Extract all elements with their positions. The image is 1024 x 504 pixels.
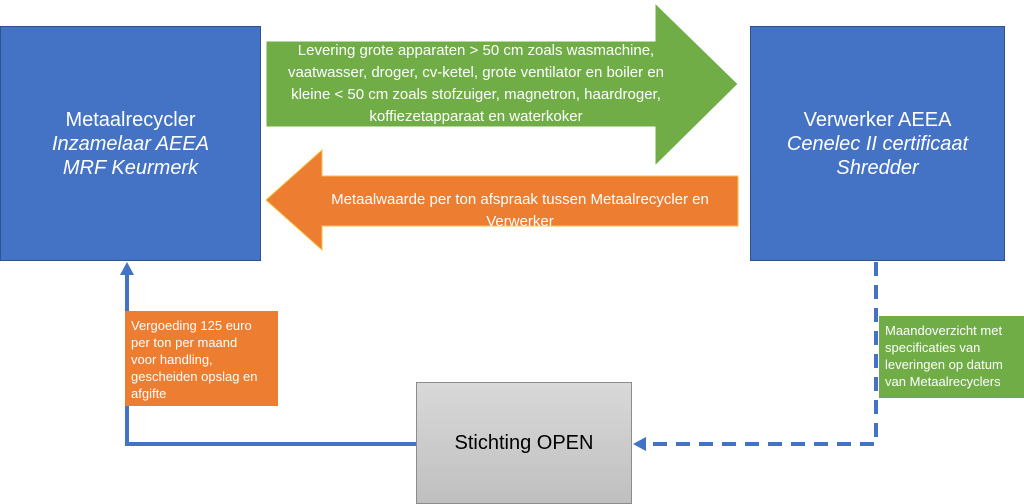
orange-arrow-line: Metaalwaarde per ton afspraak tussen Met… [331,191,709,230]
compensation-note-line: voor handling, [131,352,213,367]
monthly-report-note-line: Maandoverzicht met [885,323,1003,338]
compensation-note-line: gescheiden opslag en [131,369,258,384]
orange-arrow-label: Metaalwaarde per ton afspraak tussen Met… [310,189,730,233]
stichting-open-box: Stichting OPEN [416,382,632,504]
monthly-report-note: Maandoverzicht met specificaties van lev… [879,316,1024,398]
orange-arrow [265,148,739,252]
report-arrowhead [633,437,646,451]
green-arrow-label: Levering grote apparaten > 50 cm zoals w… [266,40,686,128]
metaalrecycler-certification: MRF Keurmerk [62,156,199,179]
payment-arrowhead [120,262,134,275]
verwerker-certification: Cenelec II certificaat [786,132,969,155]
green-arrow-line: kleine < 50 cm zoals stofzuiger, magnetr… [291,86,661,103]
metaalrecycler-box: Metaalrecycler Inzamelaar AEEA MRF Keurm… [0,26,261,261]
metaalrecycler-role: Inzamelaar AEEA [51,132,210,155]
verwerker-box: Verwerker AEEA Cenelec II certificaat Sh… [750,26,1005,261]
report-connector [644,262,878,446]
metaalrecycler-title: Metaalrecycler [65,108,196,131]
compensation-note-line: per ton per maand [131,335,238,350]
compensation-note-line: Vergoeding 125 euro [131,318,252,333]
stichting-open-title: Stichting OPEN [454,431,594,454]
monthly-report-note-line: specificaties van [885,340,981,355]
green-arrow-line: koffiezetapparaat en waterkoker [369,108,583,125]
monthly-report-note-line: leveringen op datum [885,357,1003,372]
green-arrow-line: vaatwasser, droger, cv-ketel, grote vent… [287,64,665,81]
verwerker-type: Shredder [836,156,919,179]
compensation-note: Vergoeding 125 euro per ton per maand vo… [125,311,278,406]
verwerker-title: Verwerker AEEA [803,108,952,131]
green-arrow [265,1,739,168]
green-arrow-line: Levering grote apparaten > 50 cm zoals w… [297,42,655,59]
monthly-report-note-line: van Metaalrecyclers [885,374,1001,389]
compensation-note-line: afgifte [131,386,167,401]
